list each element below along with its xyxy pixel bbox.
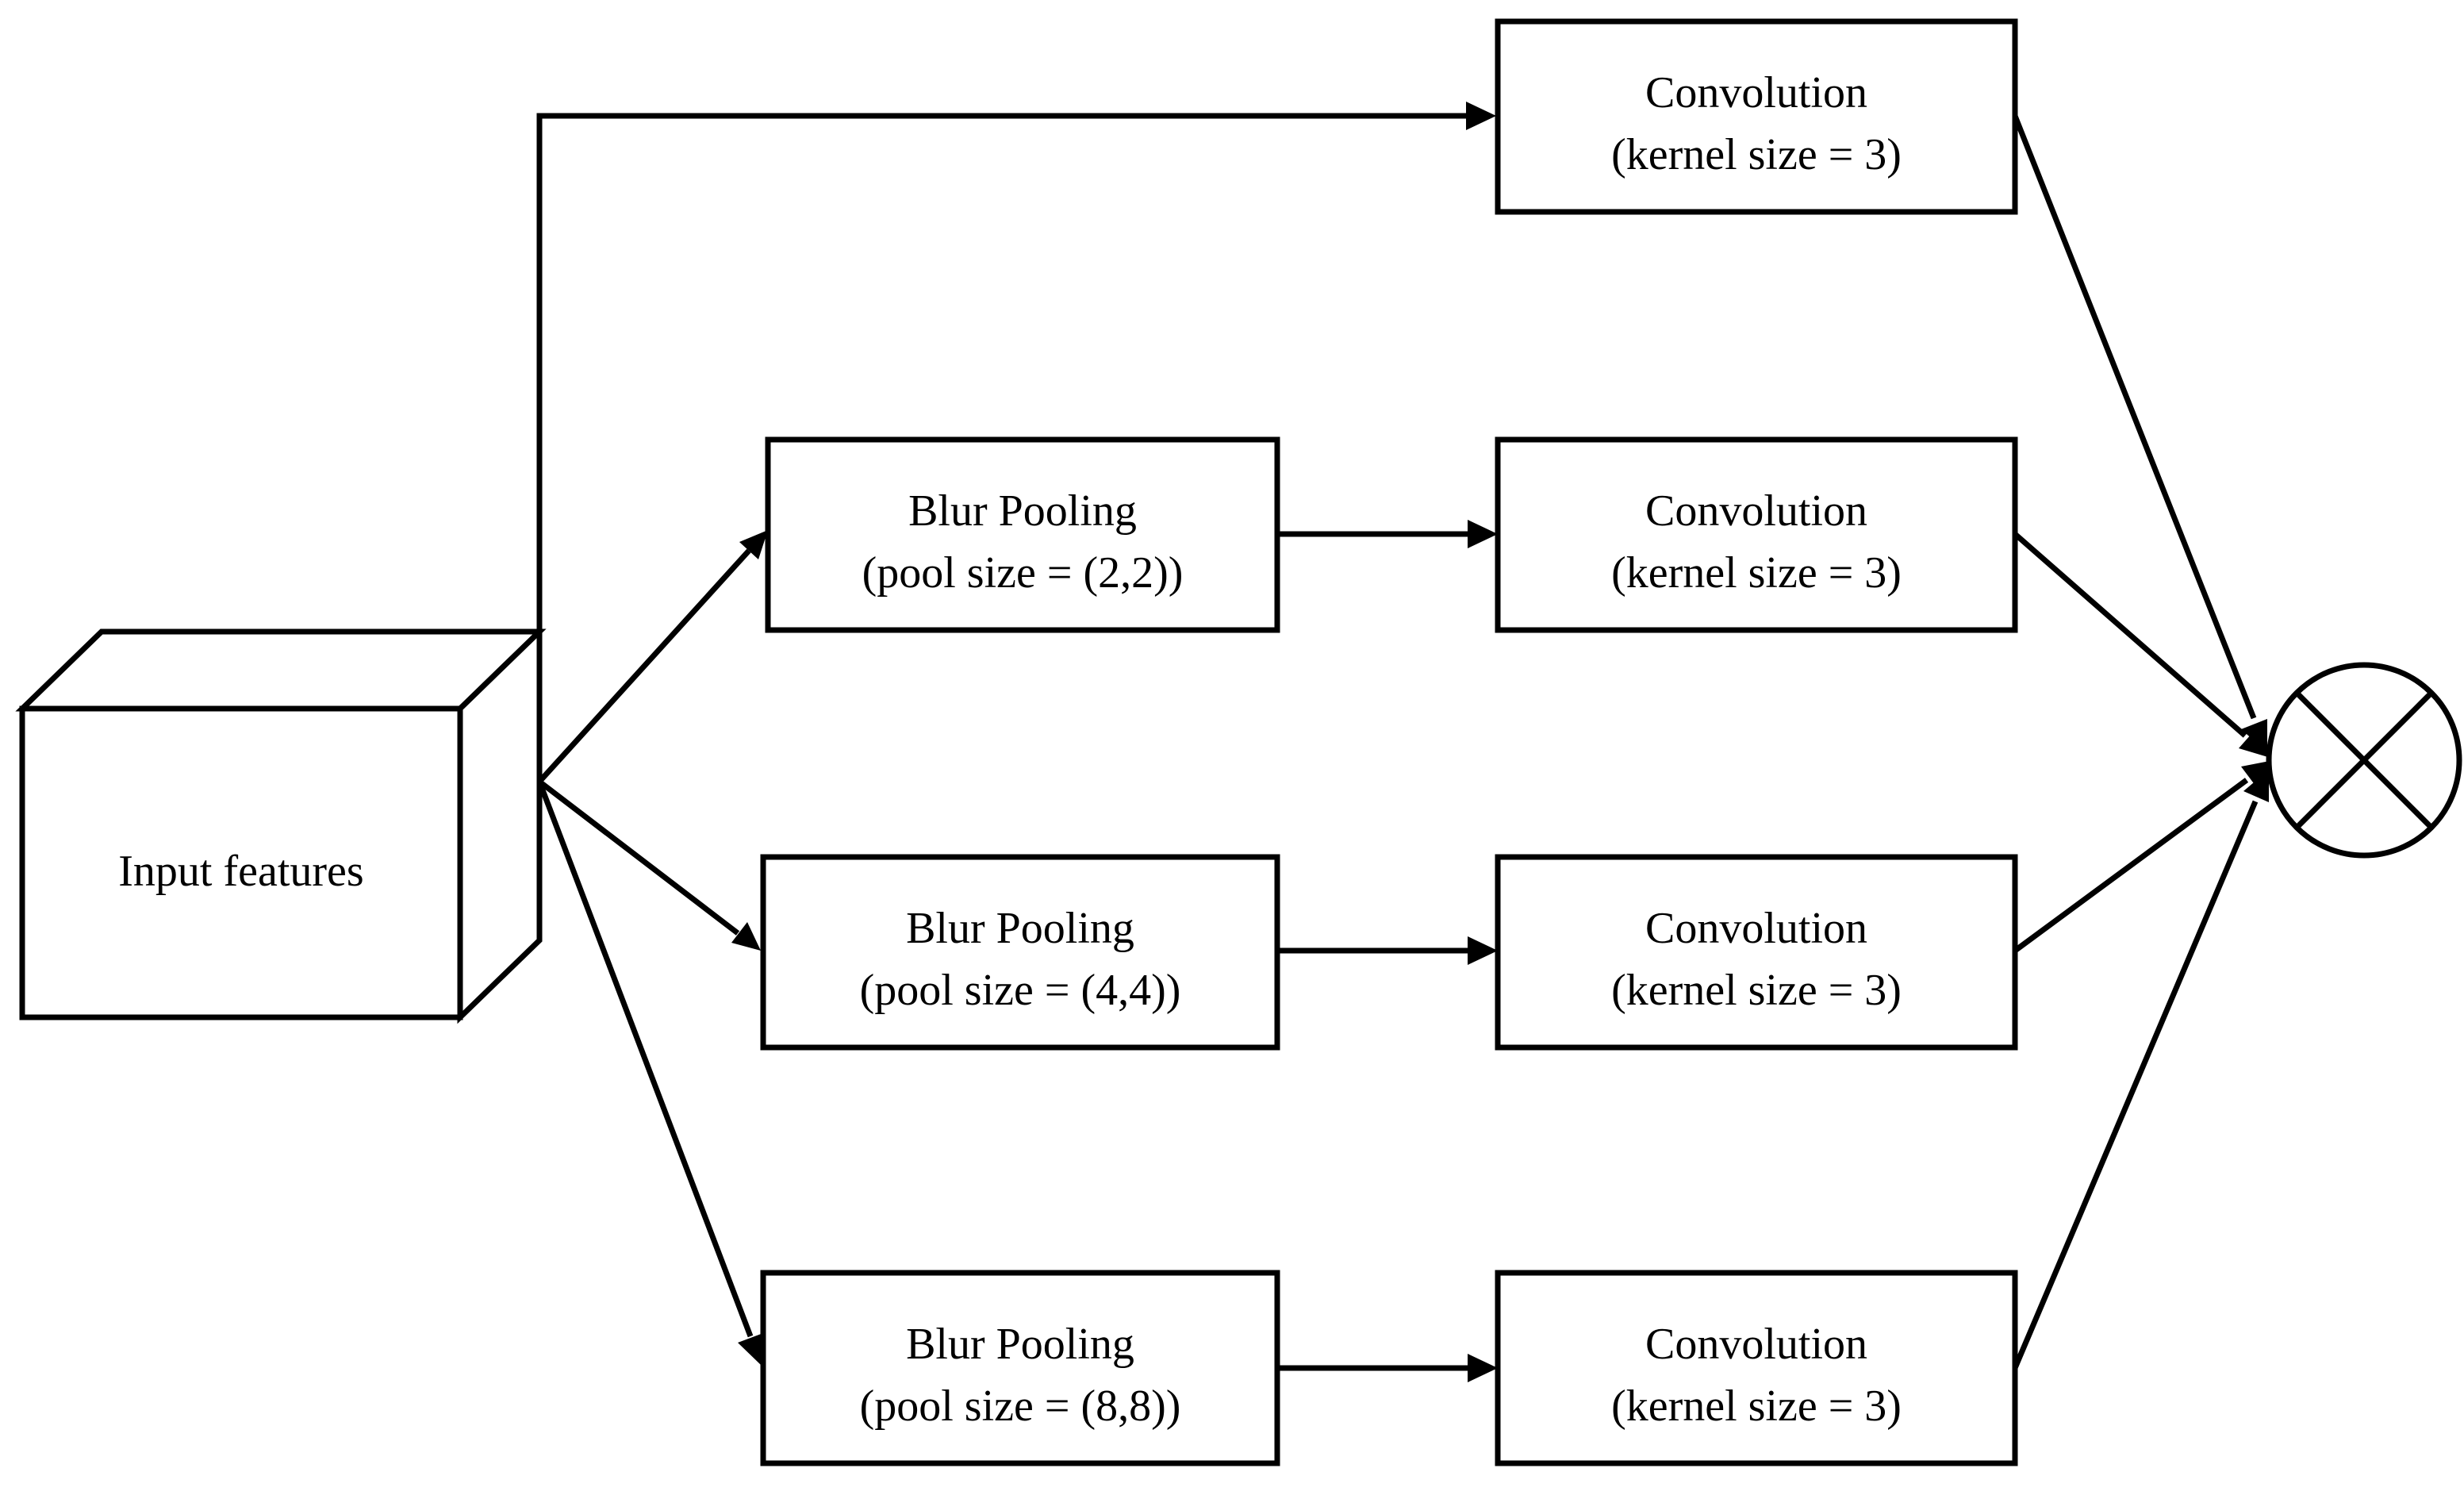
- conv-1-line1: Convolution: [1645, 486, 1867, 536]
- conv-1-box: [1495, 436, 2018, 633]
- multiply-cross-line-2: [2294, 690, 2434, 830]
- input-box-top-face: [15, 628, 547, 712]
- edge-input-to-conv-top: [536, 113, 1468, 632]
- blur-pooling-1-line2: (pool size = (2,2)): [862, 548, 1184, 598]
- arrowhead-pool-3: [738, 1333, 763, 1365]
- conv-top-line1: Convolution: [1645, 68, 1867, 117]
- edge-conv-top-to-merge: [2012, 114, 2257, 720]
- conv-1-line2: (kernel size = 3): [1611, 548, 1902, 598]
- arrowhead-pool-1: [739, 530, 768, 559]
- arrowhead-conv-2: [1468, 936, 1498, 965]
- arrowhead-pool-2: [731, 922, 761, 951]
- conv-2-line1: Convolution: [1645, 904, 1867, 953]
- blur-pooling-1-box: [765, 436, 1280, 633]
- edge-input-to-pool-1: [537, 548, 751, 784]
- arrowhead-conv-1: [1468, 520, 1498, 548]
- conv-top-box: [1495, 18, 2018, 215]
- arrowhead-conv-top: [1466, 102, 1496, 130]
- conv-2-line2: (kernel size = 3): [1611, 966, 1902, 1015]
- merge-multiply-node: [2266, 662, 2462, 859]
- arrowhead-conv-3: [1468, 1354, 1498, 1382]
- blur-pooling-3-box: [760, 1270, 1280, 1466]
- conv-3-line2: (kernel size = 3): [1611, 1382, 1902, 1431]
- arrowhead-merge-3: [2243, 770, 2269, 802]
- branch-1: Blur Pooling (pool size = (2,2)) Convolu…: [765, 436, 2018, 633]
- conv-top-block: Convolution (kernel size = 3): [1495, 18, 2018, 215]
- edge-conv-2-to-merge: [2013, 778, 2249, 953]
- arrowhead-merge-1: [2239, 728, 2270, 758]
- edge-conv-3-to-merge: [2012, 800, 2259, 1370]
- input-features-block: Input features: [15, 625, 547, 1024]
- input-box-front-face: [19, 705, 463, 1020]
- conv-top-line2: (kernel size = 3): [1611, 130, 1902, 179]
- blur-pooling-3-line1: Blur Pooling: [906, 1320, 1134, 1369]
- blur-pooling-3-line2: (pool size = (8,8)): [860, 1382, 1181, 1431]
- blur-pooling-2-line2: (pool size = (4,4)): [860, 966, 1181, 1015]
- conv-3-box: [1495, 1270, 2018, 1466]
- edges: [536, 102, 2274, 1382]
- branch-2: Blur Pooling (pool size = (4,4)) Convolu…: [760, 854, 2018, 1051]
- edge-input-to-pool-2: [537, 779, 740, 936]
- arrowhead-merge-2: [2241, 760, 2274, 789]
- branch-3: Blur Pooling (pool size = (8,8)) Convolu…: [760, 1270, 2018, 1466]
- blur-pooling-2-box: [760, 854, 1280, 1051]
- blur-pooling-1-line1: Blur Pooling: [908, 486, 1137, 536]
- conv-3-line1: Convolution: [1645, 1320, 1867, 1369]
- blur-pooling-2-line1: Blur Pooling: [906, 904, 1134, 953]
- edge-input-to-pool-3: [536, 780, 754, 1338]
- edge-conv-1-to-merge: [2013, 532, 2247, 738]
- input-features-label: Input features: [118, 847, 363, 896]
- conv-2-box: [1495, 854, 2018, 1051]
